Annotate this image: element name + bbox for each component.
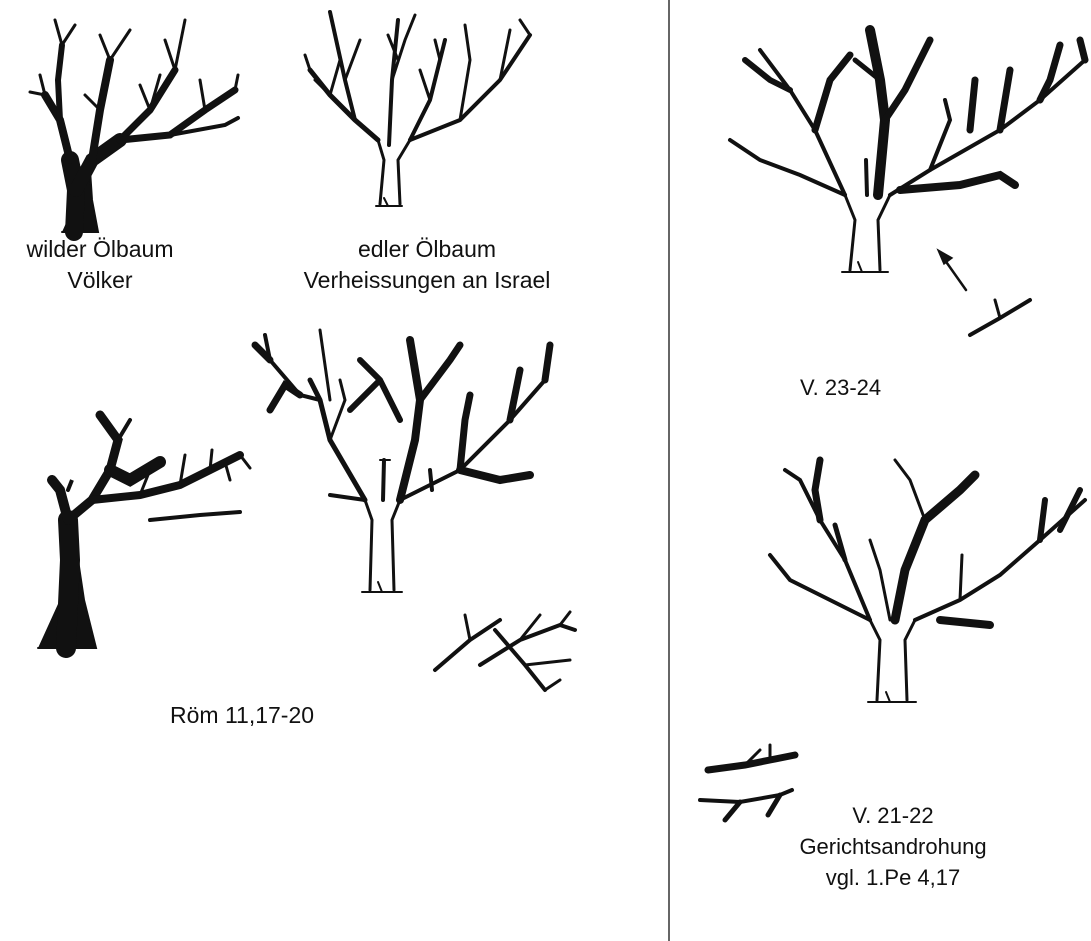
- promises-label: Verheissungen an Israel: [303, 267, 551, 293]
- verses-21-22-caption: V. 21-22 Gerichtsandrohung vgl. 1.Pe 4,1…: [773, 800, 1013, 893]
- wild-olive-caption: wilder Ölbaum Völker: [0, 234, 200, 296]
- grafted-olive-tree: [251, 328, 554, 593]
- verses-23-24-caption: V. 23-24: [800, 375, 882, 400]
- nations-label: Völker: [67, 267, 133, 293]
- pruned-olive-tree: [768, 456, 1087, 703]
- wild-olive-label: wilder Ölbaum: [26, 236, 174, 262]
- broken-branches: [433, 610, 577, 692]
- noble-olive-tree: [303, 10, 532, 207]
- cut-off-branches: [698, 743, 799, 823]
- peter-reference: vgl. 1.Pe 4,17: [825, 865, 961, 890]
- romans-reference: Röm 11,17-20: [170, 702, 315, 728]
- graft-arrow: [936, 248, 1032, 337]
- wild-olive-tree-cut: [37, 410, 252, 658]
- noble-olive-label: edler Ölbaum: [357, 236, 497, 262]
- verses-21-22-label: V. 21-22: [852, 803, 934, 828]
- regrafted-olive-tree: [728, 25, 1089, 273]
- judgment-label: Gerichtsandrohung: [799, 834, 987, 859]
- noble-olive-caption: edler Ölbaum Verheissungen an Israel: [262, 234, 592, 296]
- wild-olive-tree: [28, 18, 240, 241]
